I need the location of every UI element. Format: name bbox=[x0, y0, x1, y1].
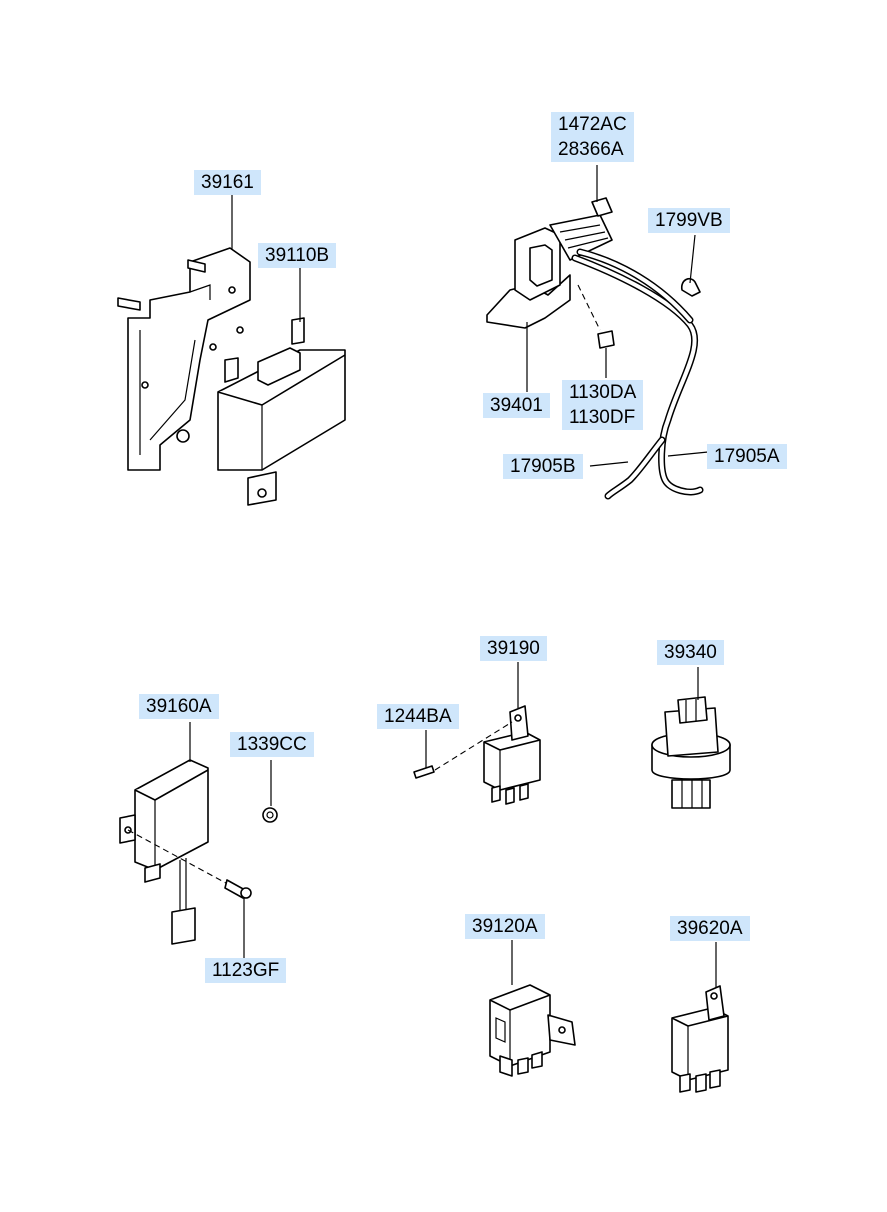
relay-39120A bbox=[489, 984, 576, 1077]
label-1799VB: 1799VB bbox=[648, 208, 730, 233]
module-39160A bbox=[119, 759, 252, 945]
module-39110B bbox=[217, 317, 346, 506]
label-1244BA: 1244BA bbox=[377, 704, 459, 729]
label-39401: 39401 bbox=[483, 393, 550, 418]
label-17905A: 17905A bbox=[707, 444, 787, 469]
label-28366A: 28366A bbox=[558, 139, 624, 160]
relay-39190 bbox=[413, 705, 541, 805]
label-39620A: 39620A bbox=[670, 916, 750, 941]
label-39190: 39190 bbox=[480, 636, 547, 661]
label-1472AC: 1472AC bbox=[558, 114, 627, 135]
label-1123GF: 1123GF bbox=[205, 958, 287, 983]
leader-17905B bbox=[589, 461, 629, 467]
label-1130DF: 1130DF bbox=[569, 407, 636, 428]
label-39120A: 39120A bbox=[465, 914, 545, 939]
bolt-1130DA bbox=[577, 284, 615, 349]
relay-39620A bbox=[671, 985, 729, 1093]
label-1130DA: 1130DA bbox=[569, 382, 637, 403]
relay-assembly-39401 bbox=[486, 197, 613, 329]
label-39110B: 39110B bbox=[258, 243, 337, 268]
label-39340: 39340 bbox=[657, 640, 724, 665]
leader-17905A bbox=[667, 451, 709, 457]
label-39161: 39161 bbox=[194, 170, 261, 195]
nut-1339CC bbox=[262, 807, 278, 823]
label-1130DA-1130DF: 1130DA 1130DF bbox=[562, 380, 644, 430]
leader-1799VB bbox=[689, 234, 696, 284]
bracket-39161 bbox=[117, 247, 251, 471]
label-39160A: 39160A bbox=[139, 694, 219, 719]
label-17905B: 17905B bbox=[503, 454, 583, 479]
switch-39340 bbox=[651, 696, 731, 809]
wire-harness-17905 bbox=[571, 248, 704, 500]
label-1339CC: 1339CC bbox=[230, 732, 314, 757]
label-1472AC-28366A: 1472AC 28366A bbox=[551, 112, 634, 162]
clip-1799VB bbox=[680, 278, 701, 297]
